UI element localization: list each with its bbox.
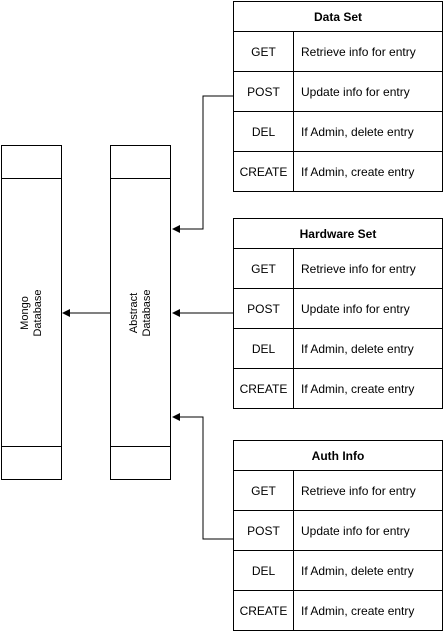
abstract-top-divider bbox=[111, 178, 170, 179]
mongo-database: Mongo Database bbox=[1, 145, 62, 480]
table-row: CREATE If Admin, create entry bbox=[234, 152, 442, 192]
table-row: DEL If Admin, delete entry bbox=[234, 551, 442, 591]
table-row: GET Retrieve info for entry bbox=[234, 249, 442, 289]
method-cell: POST bbox=[234, 289, 294, 328]
arrow-dataset-to-abstract bbox=[172, 95, 233, 233]
description-cell: If Admin, create entry bbox=[301, 604, 415, 618]
method-cell: GET bbox=[234, 249, 294, 288]
method-cell: CREATE bbox=[234, 591, 294, 631]
description-cell: Retrieve info for entry bbox=[301, 44, 416, 59]
description-cell: If Admin, delete entry bbox=[301, 124, 414, 139]
table-title: Hardware Set bbox=[234, 219, 442, 249]
description-cell: Update info for entry bbox=[301, 523, 410, 538]
method-cell: CREATE bbox=[234, 152, 294, 192]
table-title: Auth Info bbox=[234, 441, 442, 471]
abstract-database-label: Abstract Database bbox=[127, 288, 153, 337]
table-row: GET Retrieve info for entry bbox=[234, 471, 442, 511]
description-cell: Update info for entry bbox=[301, 84, 410, 99]
description-cell: Retrieve info for entry bbox=[301, 483, 416, 498]
arrow-auth-to-abstract bbox=[172, 413, 233, 540]
table-row: DEL If Admin, delete entry bbox=[234, 329, 442, 369]
description-cell: If Admin, delete entry bbox=[301, 563, 414, 578]
table-row: POST Update info for entry bbox=[234, 511, 442, 551]
abstract-bottom-divider bbox=[111, 446, 170, 447]
method-cell: CREATE bbox=[234, 369, 294, 409]
description-cell: Update info for entry bbox=[301, 301, 410, 316]
abstract-database: Abstract Database bbox=[110, 145, 171, 480]
method-cell: POST bbox=[234, 511, 294, 550]
table-row: POST Update info for entry bbox=[234, 72, 442, 112]
method-cell: DEL bbox=[234, 551, 294, 590]
hardware-set-table: Hardware Set GET Retrieve info for entry… bbox=[233, 218, 443, 409]
method-cell: DEL bbox=[234, 112, 294, 151]
method-cell: POST bbox=[234, 72, 294, 111]
table-row: CREATE If Admin, create entry bbox=[234, 369, 442, 409]
method-cell: GET bbox=[234, 32, 294, 71]
table-row: DEL If Admin, delete entry bbox=[234, 112, 442, 152]
table-title: Data Set bbox=[234, 2, 442, 32]
description-cell: If Admin, create entry bbox=[301, 382, 415, 396]
auth-info-table: Auth Info GET Retrieve info for entry PO… bbox=[233, 440, 443, 631]
table-row: POST Update info for entry bbox=[234, 289, 442, 329]
mongo-top-divider bbox=[2, 178, 61, 179]
table-row: CREATE If Admin, create entry bbox=[234, 591, 442, 631]
data-set-table: Data Set GET Retrieve info for entry POS… bbox=[233, 1, 443, 192]
mongo-bottom-divider bbox=[2, 446, 61, 447]
method-cell: DEL bbox=[234, 329, 294, 368]
description-cell: Retrieve info for entry bbox=[301, 261, 416, 276]
description-cell: If Admin, create entry bbox=[301, 165, 415, 179]
method-cell: GET bbox=[234, 471, 294, 510]
mongo-database-label: Mongo Database bbox=[18, 288, 44, 337]
table-row: GET Retrieve info for entry bbox=[234, 32, 442, 72]
description-cell: If Admin, delete entry bbox=[301, 341, 414, 356]
